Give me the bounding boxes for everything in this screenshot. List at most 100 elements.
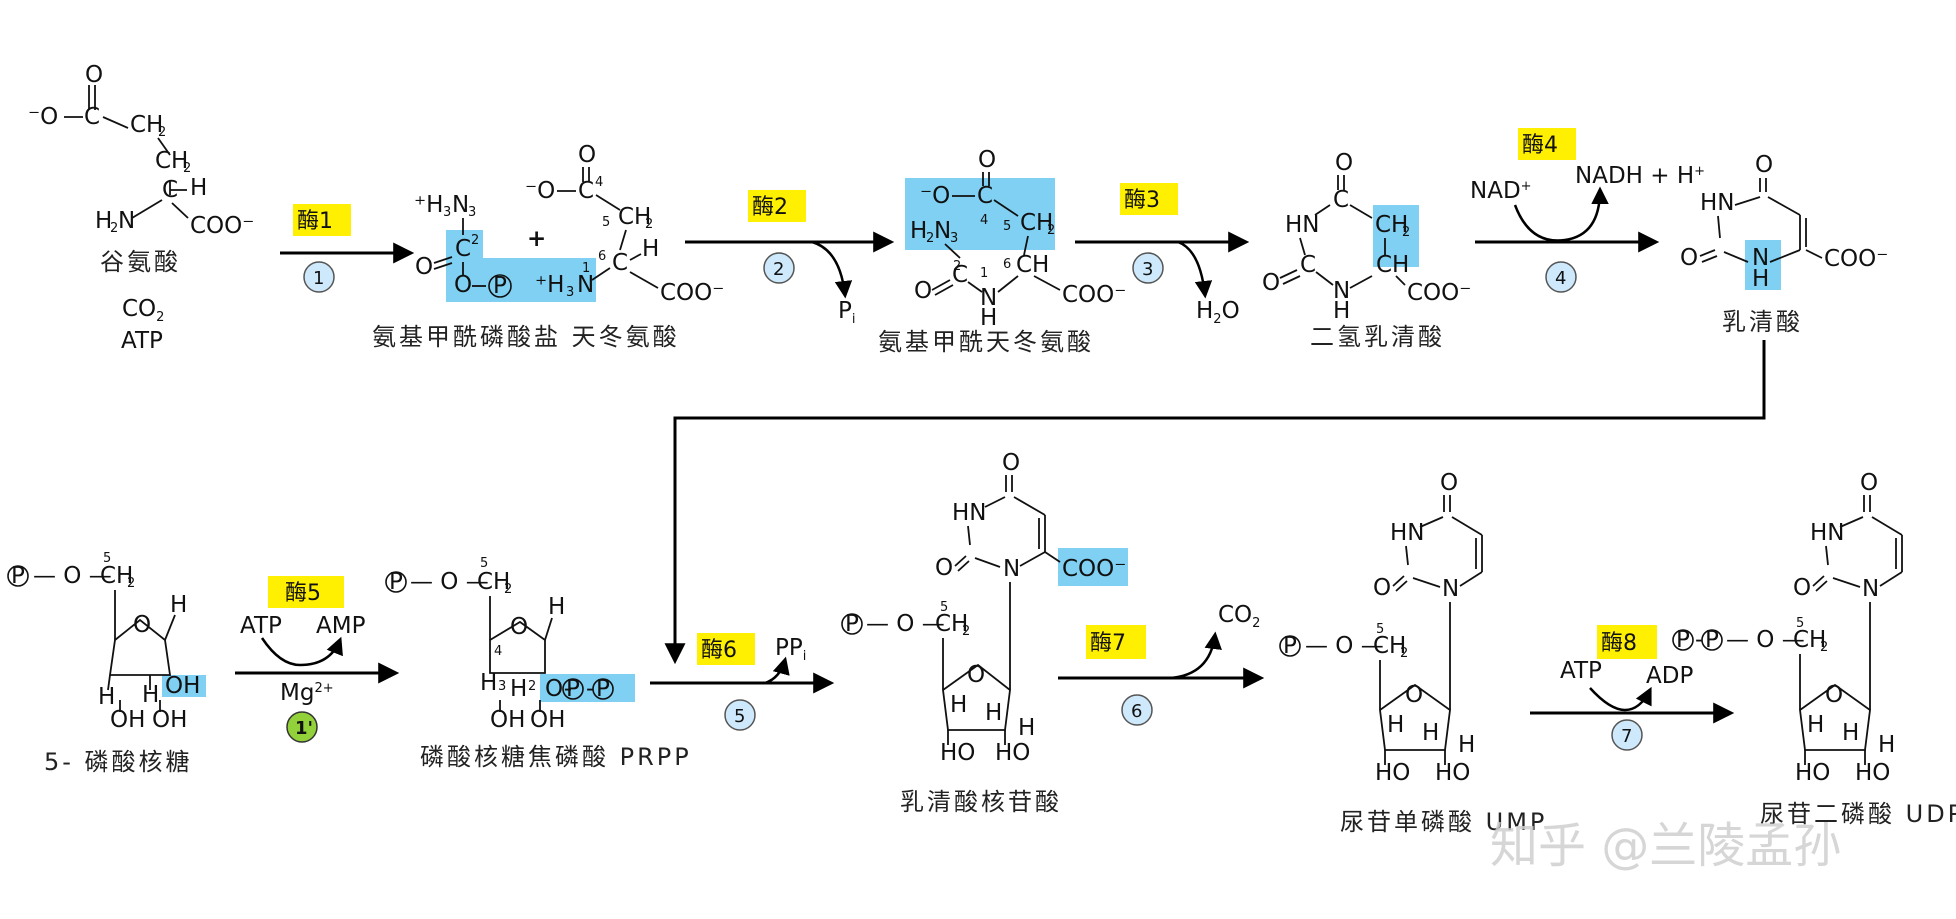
svg-text:H: H [1333,298,1350,324]
glutamate-label: 谷氨酸 [100,248,181,276]
atp-amp-curve [260,636,343,667]
svg-text:O: O [914,278,932,304]
svg-text:C: C [578,178,594,204]
amp-label: AMP [316,613,366,639]
svg-text:2: 2 [471,233,479,248]
svg-text:CH: CH [935,611,968,637]
step-6-circle [1121,694,1153,726]
step-6-number: 6 [1131,701,1142,722]
omp-label: 乳清酸核苷酸 [900,788,1062,816]
ribose5p-structure: P — O — CH 2 5 O H H H OH OH OH [7,551,200,733]
svg-text:P: P [1705,627,1719,653]
enzyme-3-box [1120,183,1178,215]
svg-text:C: C [84,104,100,130]
svg-text:HN: HN [1810,520,1845,546]
svg-text:2: 2 [645,217,653,232]
udp-structure: O HN O N P - P — O — CH 2 5 O HO HO H H … [1672,470,1903,786]
svg-text:5: 5 [1376,622,1384,637]
svg-text:COO⁻: COO⁻ [660,280,724,306]
svg-text:O: O [1440,470,1458,496]
svg-text:N: N [577,272,594,298]
svg-text:H: H [142,682,159,708]
atp-adp-curve [1589,686,1652,712]
svg-text:C: C [1333,187,1349,213]
aspartate-structure: O ⁻O C 4 5 CH 2 6 C H 1 ⁺H 3 N COO⁻ [525,142,724,306]
nadh-label: NADH + H+ [1575,163,1705,189]
svg-text:5: 5 [940,600,948,615]
svg-text:— O —: — O — [410,569,489,595]
svg-text:3: 3 [498,679,506,694]
svg-text:HO: HO [1795,760,1830,786]
svg-text:H: H [98,684,115,710]
svg-text:C: C [162,177,178,203]
plus-sign: + [527,226,546,252]
h2o-label: H2O [1196,298,1240,327]
svg-text:2: 2 [158,125,166,140]
adp-label: ADP [1646,663,1693,689]
ump-structure: O HN O N P — O — CH 2 5 O HO HO H H H [1279,470,1483,786]
svg-text:N: N [1333,278,1350,304]
enzyme-5-box [268,576,344,608]
svg-text:3: 3 [950,231,958,246]
svg-text:3: 3 [566,285,574,300]
step-7-circle [1611,719,1643,751]
svg-text:O: O [978,147,996,173]
svg-text:O: O [1405,682,1423,708]
svg-text:HO: HO [1435,760,1470,786]
step-7-number: 7 [1621,726,1632,747]
connector-arrow [664,340,1766,665]
svg-text:5: 5 [480,556,488,571]
dihydroorotate-label: 二氢乳清酸 [1310,323,1445,351]
svg-text:2: 2 [110,221,118,236]
svg-text:C: C [455,236,471,262]
step-3-number: 3 [1142,259,1153,280]
glutamate-structure: O ⁻O C CH 2 CH 2 C H H 2 N COO⁻ [28,62,254,239]
atp8-label: ATP [1560,658,1602,684]
svg-text:2: 2 [183,161,191,176]
svg-text:H: H [985,700,1002,726]
svg-text:O: O [1335,150,1353,176]
svg-text:5: 5 [103,551,111,566]
ppi-label: PPi [775,635,806,664]
dihydroorotate-structure: O C HN CH 2 C O CH N H COO⁻ [1262,150,1471,324]
carbamoyl-phosphate-aspartate-label: 氨基甲酰磷酸盐 天冬氨酸 [372,323,680,351]
svg-text:2: 2 [953,259,961,274]
svg-text:CH: CH [618,204,651,230]
co2-label: CO2 [122,296,164,325]
svg-text:COO⁻: COO⁻ [1407,280,1471,306]
enzyme-1-box [293,204,351,236]
svg-text:6: 6 [598,249,606,264]
svg-text:6: 6 [1003,257,1011,272]
svg-text:O: O [1825,682,1843,708]
svg-text:H: H [95,208,112,234]
svg-text:CH: CH [1376,252,1409,278]
enzyme-5-label: 酶5 [285,581,321,606]
svg-text:2: 2 [528,679,536,694]
enzyme-3-label: 酶3 [1124,188,1160,213]
svg-text:5: 5 [602,215,610,230]
svg-text:H: H [1878,732,1895,758]
svg-text:N: N [1003,556,1020,582]
svg-text:4: 4 [595,175,603,190]
svg-text:N: N [1862,576,1879,602]
step-5-number: 5 [734,706,745,727]
enzyme-7-box [1086,625,1146,659]
enzyme-7-label: 酶7 [1090,631,1126,656]
udp-label: 尿苷二磷酸 UDP [1760,800,1956,828]
enzyme-4-box [1518,128,1576,160]
step-4-circle [1545,261,1577,293]
step-1-circle [303,261,335,293]
svg-text:O: O [133,612,151,638]
svg-text:H: H [510,676,527,702]
svg-text:H: H [910,218,927,244]
co2-6-label: CO2 [1218,602,1260,631]
svg-text:N: N [980,285,997,311]
svg-text:P: P [389,569,403,595]
svg-text:C: C [612,250,628,276]
svg-text:P: P [493,273,507,299]
svg-text:C: C [952,262,968,288]
svg-text:3: 3 [468,205,476,220]
svg-text:— O —: — O — [866,611,945,637]
svg-text:H: H [950,692,967,718]
step-1-number: 1 [313,268,324,289]
